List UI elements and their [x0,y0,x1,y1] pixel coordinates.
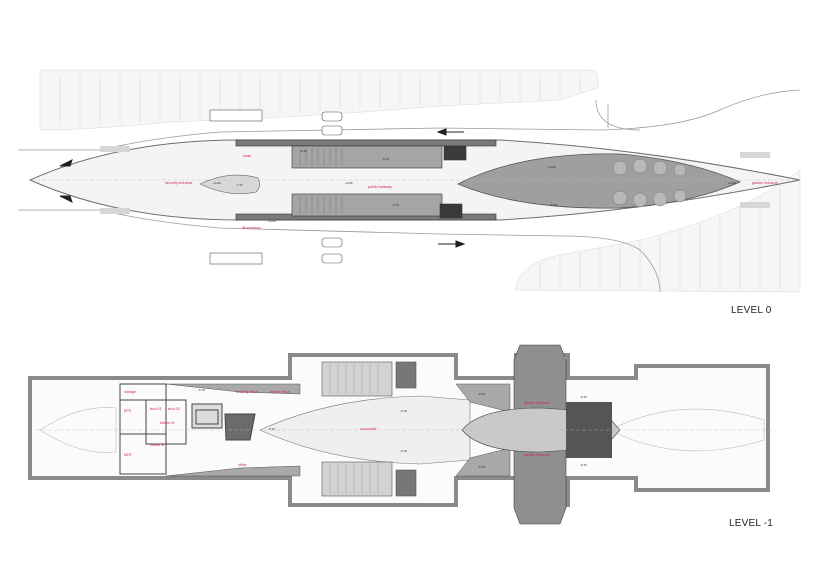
elev-mark: -6.70 [382,157,389,161]
platform-wedges [165,383,511,477]
plan-level-minus-1: storage security office tickets office K… [28,344,776,525]
label-tech-02: tech.02 [168,407,180,411]
label-garden-entrance-l0: garden entrance [752,181,778,185]
label-concourse: concourse [360,427,377,431]
elev-mark: +0.00 [548,165,556,169]
elev-mark: -7.47 [236,183,243,187]
level-0-label: LEVEL 0 [731,305,772,316]
road-curbs [18,89,801,293]
elev-mark: +0.00 [345,181,353,185]
traffic-arrows [59,128,466,248]
west-lift-dome [199,174,260,195]
elev-mark: -6.70 [400,409,407,413]
elev-mark: -6.70 [198,388,205,392]
label-tickets-w: tickets W [160,421,175,425]
garden-trees [612,158,687,208]
label-office: office [238,463,247,467]
label-tech-01: tech.01 [150,407,162,411]
label-security-office: security office [236,390,258,394]
elev-mark: -6.70 [268,427,275,431]
label-storage: storage [124,390,136,394]
elev-mark: -6.70 [550,203,557,207]
elev-mark: -6.70 [580,395,587,399]
label-security-entrance: security entrance [165,181,192,185]
stair-structures-l0 [235,139,497,221]
escalator-lines-l0 [299,148,343,214]
elev-mark: -6.70 [478,465,485,469]
elev-mark: +0.00 [728,181,736,185]
elev-mark: -6.70 [392,203,399,207]
label-lift-entrance: lift entrance [242,226,261,230]
landscape-south [514,169,801,293]
elev-mark: -6.70 [580,463,587,467]
landscape-north [39,69,599,131]
plan-level-0: kiosk security entrance public walkway g… [18,69,801,293]
level-minus-1-label: LEVEL -1 [729,518,774,529]
label-kiosk: kiosk [243,154,251,158]
service-rooms [119,383,256,475]
elev-mark: -6.70 [300,149,307,153]
elev-mark: -6.70 [478,392,485,396]
label-mdf: MDF [124,453,133,457]
label-garden-entrance-south: garden entrance [524,453,550,457]
label-kps: KPS [124,409,132,413]
escalators-l-1 [321,361,417,497]
label-garden-entrance-north: garden entrance [524,401,550,405]
escalator-steps-l-1 [329,364,379,494]
elev-mark: +0.00 [268,219,276,223]
label-public-walkway: public walkway [368,185,392,189]
label-tickets-office: tickets office [270,390,290,394]
elev-mark: -6.70 [400,449,407,453]
crosswalks [100,146,770,214]
vehicles-l0 [209,109,343,265]
garden-planting [457,153,741,209]
elev-mark: +0.00 [213,181,221,185]
label-tickets-m: tickets M [150,443,164,447]
